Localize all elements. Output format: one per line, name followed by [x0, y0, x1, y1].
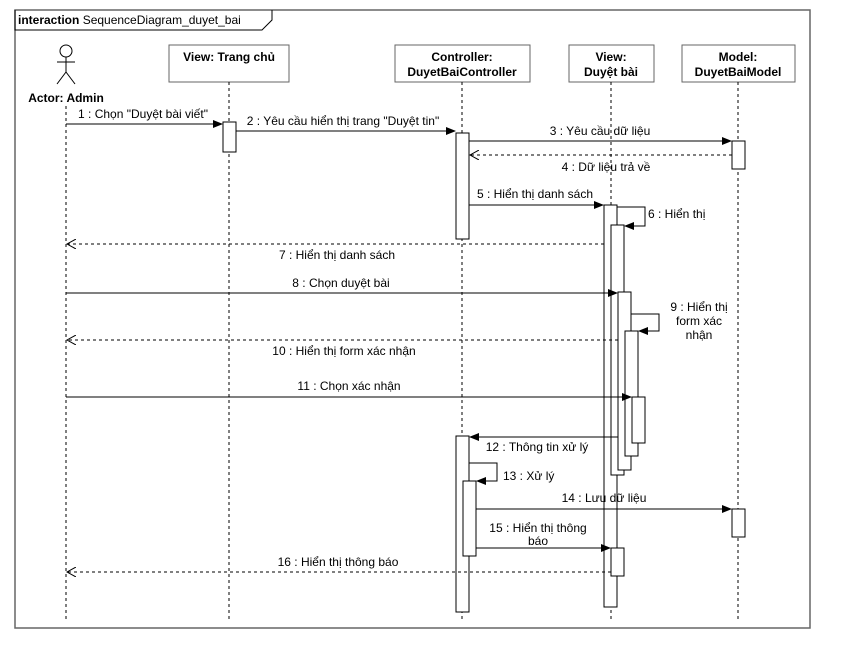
message-9-label-3: nhận	[686, 328, 713, 342]
message-9-arrow	[631, 313, 660, 335]
message-12-label: 12 : Thông tin xử lý	[486, 440, 589, 454]
message-2-label: 2 : Yêu cầu hiển thị trang "Duyệt tin"	[247, 114, 439, 128]
message-9-label-2: form xác	[676, 314, 722, 328]
message-9-label-1: 9 : Hiển thị	[670, 300, 727, 314]
interaction-frame	[14, 9, 811, 629]
activation-model-1	[731, 140, 746, 170]
activation-view-duyet-bai-11	[631, 396, 646, 444]
message-15-label-1: 15 : Hiển thị thông	[489, 521, 586, 535]
message-5-label: 5 : Hiển thị danh sách	[477, 187, 593, 201]
message-16-label: 16 : Hiển thị thông báo	[278, 555, 399, 569]
frame-label-box	[14, 10, 273, 31]
lifeline-head-controller	[394, 44, 531, 83]
message-15-label-2: báo	[528, 534, 548, 548]
activation-view-duyet-bai-15	[610, 547, 625, 577]
actor-label: Actor: Admin	[28, 91, 104, 105]
message-1-label: 1 : Chọn "Duyệt bài viết"	[78, 107, 208, 121]
message-11-label: 11 : Chọn xác nhận	[297, 379, 400, 393]
lifeline-label-view-trang-chu: View: Trang chủ	[183, 50, 275, 64]
lifeline-label-view-duyet-bai-1: View:	[595, 50, 626, 64]
lifeline-label-controller-2: DuyetBaiController	[407, 65, 517, 79]
message-7-label: 7 : Hiển thị danh sách	[279, 248, 395, 262]
message-13-arrow	[469, 462, 498, 485]
activation-controller-self-13	[462, 480, 477, 557]
message-6-label: 6 : Hiển thị	[648, 207, 705, 221]
message-3-label: 3 : Yêu cầu dữ liệu	[550, 124, 651, 138]
activation-model-2	[731, 508, 746, 538]
lifeline-label-controller-1: Controller:	[431, 50, 492, 64]
lifeline-head-view-trang-chu	[168, 44, 290, 83]
message-14-label: 14 : Lưu dữ liệu	[562, 491, 647, 505]
lifeline-head-view-duyet-bai	[568, 44, 655, 83]
message-4-label: 4 : Dữ liệu trả về	[562, 160, 651, 174]
lifeline-label-view-duyet-bai-2: Duyệt bài	[584, 65, 638, 79]
message-13-label: 13 : Xử lý	[503, 469, 554, 483]
frame-label: interaction SequenceDiagram_duyet_bai	[18, 13, 241, 27]
activation-view-trang-chu	[222, 121, 237, 153]
activation-controller-1	[455, 132, 470, 240]
lifeline-label-model-1: Model:	[719, 50, 758, 64]
message-8-label: 8 : Chọn duyệt bài	[292, 276, 389, 290]
actor-admin-icon	[56, 44, 76, 85]
message-6-arrow	[617, 206, 646, 230]
message-10-label: 10 : Hiển thị form xác nhận	[272, 344, 415, 358]
lifeline-label-model-2: DuyetBaiModel	[695, 65, 782, 79]
